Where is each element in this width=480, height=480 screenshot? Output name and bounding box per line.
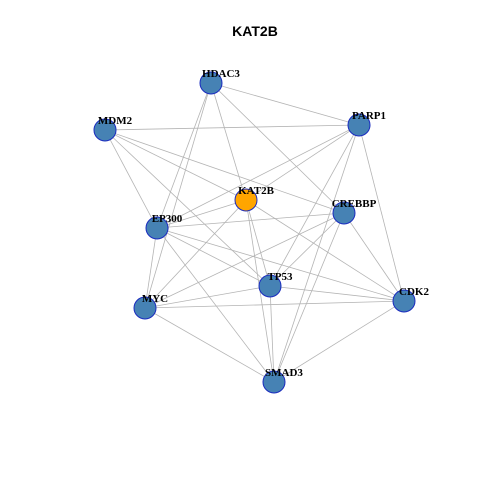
node-label-ep300: EP300 xyxy=(152,213,183,225)
node-label-kat2b: KAT2B xyxy=(238,185,275,197)
edge-crebbp-myc xyxy=(144,212,345,309)
edge-ep300-cdk2 xyxy=(156,227,405,302)
edge-myc-cdk2 xyxy=(144,300,405,309)
node-label-mdm2: MDM2 xyxy=(98,115,133,127)
edge-myc-smad3 xyxy=(144,307,275,383)
node-kat2b[interactable] xyxy=(234,188,258,212)
graph-title: KAT2B xyxy=(232,23,278,39)
node-label-hdac3: HDAC3 xyxy=(202,68,240,80)
edge-layer xyxy=(104,82,405,383)
edge-parp1-tp53 xyxy=(269,124,360,287)
edge-mdm2-parp1 xyxy=(104,124,360,131)
node-mdm2[interactable] xyxy=(93,118,117,142)
node-label-smad3: SMAD3 xyxy=(265,367,303,379)
edge-tp53-cdk2 xyxy=(269,285,405,302)
node-hdac3[interactable] xyxy=(199,71,223,95)
node-smad3[interactable] xyxy=(262,370,286,394)
node-ep300[interactable] xyxy=(145,216,169,240)
node-crebbp[interactable] xyxy=(332,201,356,225)
edge-kat2b-myc xyxy=(144,199,247,309)
edge-hdac3-myc xyxy=(144,82,212,309)
edge-mdm2-tp53 xyxy=(104,129,271,287)
edge-mdm2-kat2b xyxy=(104,129,247,201)
edge-ep300-tp53 xyxy=(156,227,271,287)
node-label-tp53: TP53 xyxy=(267,271,293,283)
edge-hdac3-ep300 xyxy=(156,82,212,229)
edge-mdm2-crebbp xyxy=(104,129,345,214)
edge-kat2b-ep300 xyxy=(156,199,247,229)
node-myc[interactable] xyxy=(133,296,157,320)
edge-ep300-myc xyxy=(144,227,158,309)
node-parp1[interactable] xyxy=(347,113,371,137)
node-tp53[interactable] xyxy=(258,274,282,298)
edge-crebbp-smad3 xyxy=(273,212,345,383)
edge-parp1-smad3 xyxy=(273,124,360,383)
edge-hdac3-crebbp xyxy=(210,82,345,214)
node-label-crebbp: CREBBP xyxy=(332,198,377,210)
node-layer xyxy=(93,71,416,394)
edge-parp1-ep300 xyxy=(156,124,360,229)
node-label-myc: MYC xyxy=(142,293,168,305)
edge-kat2b-tp53 xyxy=(245,199,271,287)
edge-parp1-cdk2 xyxy=(358,124,405,302)
edge-tp53-smad3 xyxy=(269,285,275,383)
edge-parp1-kat2b xyxy=(245,124,360,201)
edge-crebbp-cdk2 xyxy=(343,212,405,302)
edge-tp53-myc xyxy=(144,285,271,309)
node-label-cdk2: CDK2 xyxy=(399,286,429,298)
node-label-parp1: PARP1 xyxy=(352,110,386,122)
edge-hdac3-kat2b xyxy=(210,82,247,201)
edge-kat2b-cdk2 xyxy=(245,199,405,302)
edge-hdac3-parp1 xyxy=(210,82,360,126)
edge-ep300-smad3 xyxy=(156,227,275,383)
edge-cdk2-smad3 xyxy=(273,300,405,383)
edge-crebbp-tp53 xyxy=(269,212,345,287)
edge-mdm2-ep300 xyxy=(104,129,158,229)
node-cdk2[interactable] xyxy=(392,289,416,313)
edge-crebbp-ep300 xyxy=(156,212,345,229)
